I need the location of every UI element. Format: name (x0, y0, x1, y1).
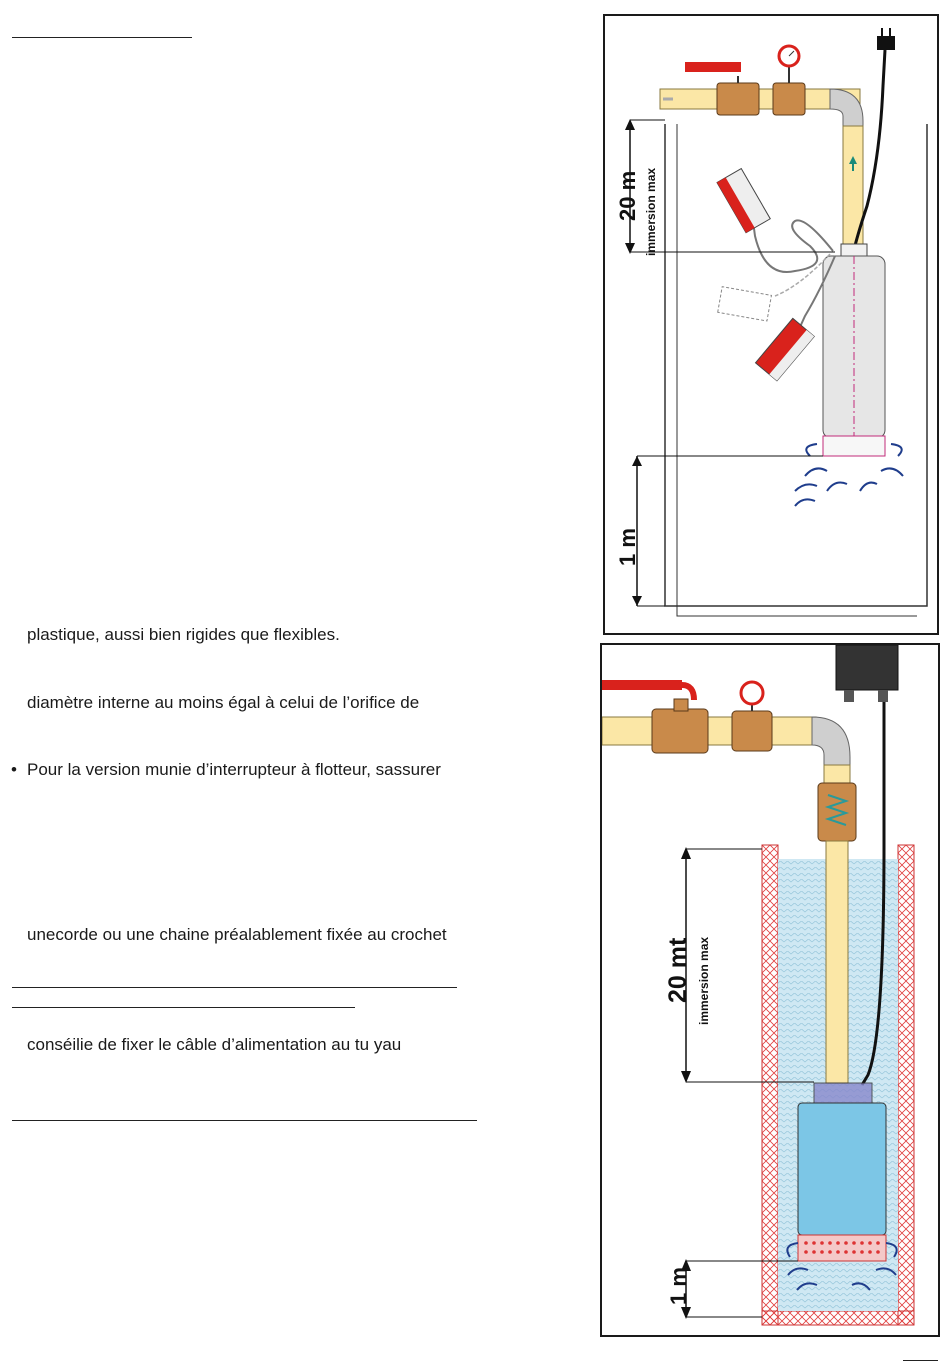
bottom-bottom-value: 1 m (666, 1267, 691, 1305)
text-line-corde: unecorde ou une chaine préalablement fix… (27, 925, 447, 944)
text-line-plastique: plastique, aussi bien rigides que flexib… (27, 625, 340, 644)
bottom-depth-value: 20 mt (664, 937, 692, 1003)
page-mark-rule (903, 1360, 938, 1361)
figure-bottom-drawing: 20 mt immersion max 1 m (602, 645, 915, 1326)
figure-bottom-control-box-install: 20 mt immersion max 1 m (600, 643, 940, 1337)
text-line-cable: conséilie de fixer le câble d’alimentati… (27, 1035, 402, 1054)
top-depth-value: 20 m (615, 171, 640, 221)
rule-c (12, 1120, 477, 1121)
top-bottom-value: 1 m (615, 528, 640, 566)
text-line-diametre: diamètre interne au moins égal à celui d… (27, 693, 420, 712)
figure-top-float-switch-install: 20 m immersion max 1 m (603, 14, 939, 635)
text-line-flotteur: Pour la version munie d’interrupteur à f… (27, 760, 441, 779)
rule-top (12, 37, 192, 38)
rule-a (12, 987, 457, 988)
bullet-marker: • (11, 760, 17, 779)
top-depth-caption: immersion max (644, 168, 658, 256)
bottom-depth-caption: immersion max (697, 937, 711, 1025)
rule-b (12, 1007, 355, 1008)
figure-top-drawing: 20 m immersion max 1 m (615, 28, 928, 617)
